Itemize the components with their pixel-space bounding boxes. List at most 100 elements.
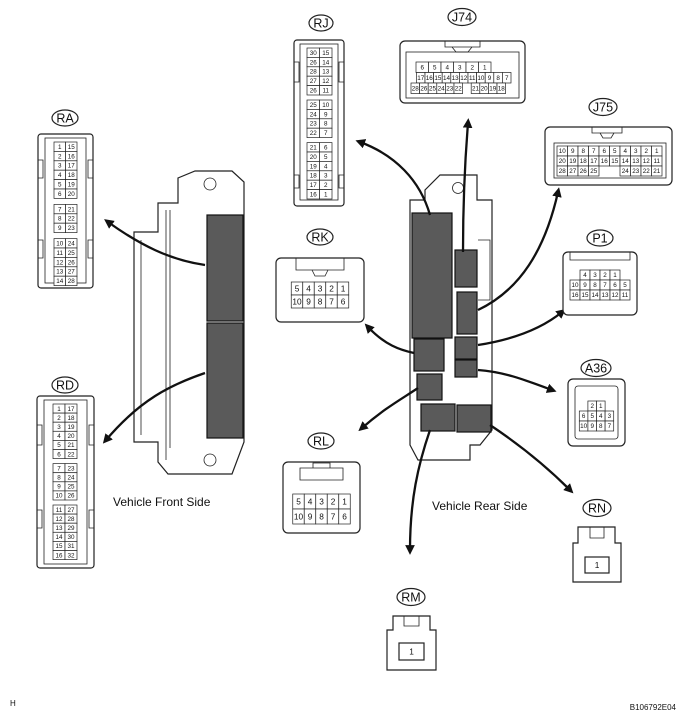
- ra-pin-cell: [65, 188, 78, 199]
- p1-pin-label: 2: [603, 272, 607, 279]
- j75-pin-label: 8: [581, 148, 585, 155]
- arrow-to-a36: [477, 368, 557, 393]
- ra-pin-label: 22: [68, 216, 76, 223]
- rk-pin-label: 5: [295, 284, 300, 294]
- rear-block-8: [456, 404, 492, 433]
- rd-pin-label: 26: [67, 493, 75, 500]
- ra-pin-cell: [65, 222, 78, 233]
- p1-pin-label: 11: [622, 292, 629, 299]
- rear-block-main: [411, 212, 453, 339]
- j75-pin-label: 15: [611, 158, 619, 165]
- p1-pin-label: 3: [593, 272, 597, 279]
- ra-pin-label: 28: [68, 278, 76, 285]
- p1-pin-label: 13: [601, 292, 609, 299]
- rd-pin-label: 11: [56, 507, 63, 514]
- rd-pin-label: 9: [57, 484, 61, 491]
- rear-block-1: [454, 249, 478, 288]
- j74-pin-label: 23: [446, 85, 454, 92]
- rl-pin-label: 1: [342, 497, 347, 507]
- connector-j75-label: J75: [593, 101, 613, 115]
- j74-pin-cell: [502, 72, 512, 84]
- ra-pin-label: 25: [68, 250, 76, 257]
- ra-pin-label: 9: [58, 225, 62, 232]
- p1-pin-label: 9: [583, 282, 587, 289]
- rk-pin-label: 8: [318, 297, 323, 307]
- j75-pin-label: 17: [590, 158, 598, 165]
- rk-pin-label: 9: [306, 297, 311, 307]
- j75-pin-label: 7: [592, 148, 596, 155]
- rl-pin-label: 9: [308, 512, 313, 522]
- j74-pin-label: 21: [472, 85, 480, 92]
- rd-pin-label: 29: [67, 525, 75, 532]
- connector-rn: RN 1: [572, 498, 622, 583]
- rj-pin-label: 4: [324, 163, 328, 170]
- rd-pin-cell: [64, 449, 78, 459]
- rj-pin-label: 18: [310, 173, 318, 180]
- a36-pin-label: 2: [590, 403, 594, 410]
- j75-pin-label: 19: [569, 158, 577, 165]
- rj-pin-label: 9: [324, 111, 328, 118]
- j75-pin-label: 24: [622, 168, 630, 175]
- j75-pin-label: 28: [559, 168, 567, 175]
- rj-pin-label: 7: [324, 130, 328, 137]
- rk-pin-label: 6: [341, 297, 346, 307]
- j74-pin-label: 4: [445, 64, 449, 71]
- ra-pin-label: 23: [68, 225, 76, 232]
- junction-block-rear: [409, 174, 493, 461]
- j74-pin-label: 22: [455, 85, 463, 92]
- j75-pin-cell: [651, 165, 663, 177]
- a36-pin-label: 7: [608, 423, 612, 430]
- rj-pin-label: 20: [310, 154, 318, 161]
- rear-block-2: [456, 291, 478, 335]
- j75-pin-label: 16: [601, 158, 609, 165]
- ra-pin-label: 16: [68, 153, 76, 160]
- j75-pin-label: 4: [623, 148, 627, 155]
- rj-pin-label: 21: [310, 145, 318, 152]
- ra-pin-label: 10: [56, 241, 64, 248]
- a36-pin-cell: [604, 420, 615, 432]
- rd-pin-label: 8: [57, 474, 61, 481]
- vehicle-rear-side-label: Vehicle Rear Side: [432, 499, 528, 513]
- rl-pin-label: 10: [294, 512, 304, 522]
- rear-block-7: [420, 403, 456, 432]
- rj-pin-label: 22: [310, 130, 318, 137]
- rear-block-3: [454, 336, 478, 360]
- j75-pin-label: 10: [559, 148, 567, 155]
- j74-pin-cell: [453, 82, 463, 94]
- j74-pin-label: 16: [426, 75, 434, 82]
- rk-pin-label: 1: [341, 284, 346, 294]
- rk-pin-label: 7: [329, 297, 334, 307]
- rj-pin-label: 11: [322, 88, 329, 95]
- rj-pin-label: 1: [324, 192, 328, 199]
- ra-pin-label: 11: [56, 250, 63, 257]
- rl-pin-label: 5: [296, 497, 301, 507]
- ra-pin-label: 21: [68, 206, 76, 213]
- rl-pin-cell: [338, 508, 351, 525]
- rd-pin-cell: [64, 490, 78, 501]
- rd-pin-label: 19: [67, 424, 75, 431]
- rl-pin-label: 4: [308, 497, 313, 507]
- connector-rn-pin: 1: [595, 560, 600, 570]
- arrow-to-p1: [477, 308, 566, 347]
- j74-pin-label: 9: [488, 75, 492, 82]
- rd-pin-label: 5: [57, 442, 61, 449]
- rd-pin-label: 25: [67, 484, 75, 491]
- arrow-to-rd: [102, 371, 206, 444]
- ra-pin-label: 15: [68, 144, 76, 151]
- ra-pin-label: 24: [68, 241, 76, 248]
- j74-pin-label: 12: [460, 75, 468, 82]
- j74-pin-label: 25: [429, 85, 437, 92]
- rj-pin-label: 28: [310, 69, 318, 76]
- j74-pin-label: 13: [452, 75, 460, 82]
- ra-pin-label: 19: [68, 182, 76, 189]
- arrow-to-rl: [358, 387, 419, 432]
- rj-pin-label: 17: [310, 182, 318, 189]
- footer-figure-id: B106792E04: [630, 703, 677, 712]
- connector-rn-label: RN: [588, 502, 606, 516]
- j74-pin-label: 15: [434, 75, 442, 82]
- p1-pin-label: 8: [593, 282, 597, 289]
- rear-block-6: [416, 373, 443, 401]
